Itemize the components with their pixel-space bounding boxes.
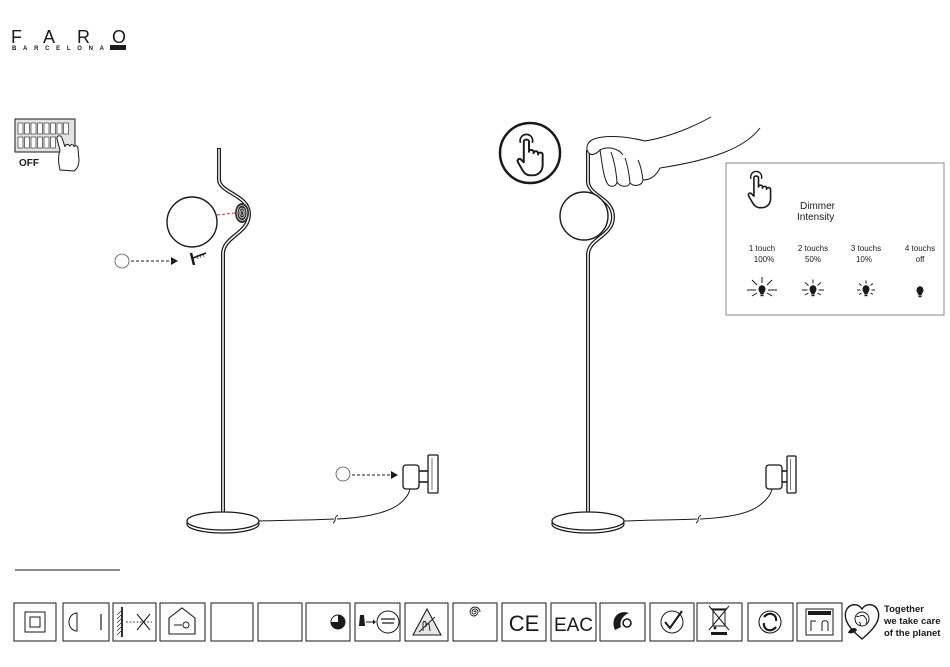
ce-mark: CE	[509, 611, 540, 636]
symbol-box-empty	[258, 603, 302, 641]
bulb-cap	[761, 294, 764, 296]
logo-wordmark: FARO	[11, 27, 126, 47]
recycle-packaging-symbol	[797, 603, 842, 641]
fuse-switch	[51, 123, 56, 134]
fuse-switch	[25, 137, 30, 148]
bulb-cap	[812, 294, 815, 296]
fuse-box-icon: OFF	[15, 119, 79, 171]
fuse-switch	[18, 123, 23, 134]
fuse-switch	[57, 123, 62, 134]
fuse-switch	[38, 137, 43, 148]
eco-badge: Together we take care of the planet	[845, 604, 941, 639]
ce-symbol: CE	[502, 603, 546, 641]
touch-count-label: 2 touchs	[798, 244, 828, 253]
professional-service-symbol	[355, 603, 400, 641]
eac-symbol: EAC	[551, 603, 596, 641]
screw-shaft	[193, 253, 206, 258]
spiral-symbol	[453, 603, 497, 641]
power-cable	[337, 489, 410, 519]
fuse-switch	[18, 137, 23, 148]
intensity-label: 10%	[856, 255, 872, 264]
eco-line-1: Together	[884, 604, 924, 615]
symbol-box	[63, 603, 109, 641]
plug-adapter-icon	[766, 456, 796, 493]
weee-bin-wheel	[714, 627, 717, 630]
recycle-box-banner	[808, 611, 831, 615]
touch-icon	[500, 123, 560, 183]
step-marker-circle	[115, 254, 129, 268]
lamp-base	[187, 512, 259, 530]
esd-symbol	[405, 603, 448, 641]
symbol-box-empty	[211, 603, 253, 641]
fuse-switch	[31, 137, 36, 148]
dimmer-subtitle: Intensity	[797, 212, 834, 223]
intensity-label: 50%	[805, 255, 821, 264]
step-marker-circle	[336, 467, 350, 481]
heart-globe-icon	[845, 605, 878, 639]
lamp-base	[552, 512, 624, 530]
compliance-check-symbol	[650, 603, 694, 641]
power-cable	[259, 519, 334, 521]
fuse-switch	[25, 123, 30, 134]
eco-line-2: we take care	[883, 616, 941, 627]
eco-line-3: of the planet	[884, 628, 941, 639]
touch-count-label: 3 touchs	[851, 244, 881, 253]
arrow-head-icon	[391, 471, 398, 479]
lamp-pole-highlight	[219, 149, 249, 513]
intensity-label: 100%	[754, 255, 774, 264]
touch-count-label: 1 touch	[749, 244, 775, 253]
touch-count-label: 4 touchs	[905, 244, 935, 253]
dimmer-panel: Dimmer Intensity 1 touch 100% 2 touchs 5…	[726, 163, 944, 315]
glass-globe	[560, 192, 608, 240]
weee-bar	[711, 632, 727, 635]
logo-tagline: BARCELONA	[12, 46, 105, 52]
bulb-cap	[865, 294, 868, 296]
adapter-body	[403, 465, 419, 489]
class-ii-symbol	[14, 603, 56, 641]
wall-socket	[428, 455, 438, 493]
plug-adapter-icon	[403, 455, 438, 493]
screw-icon	[191, 253, 206, 265]
green-dot-symbol	[748, 603, 793, 641]
power-cable	[624, 519, 697, 521]
lamp-assembly-drawing	[115, 148, 438, 533]
globe-continents	[856, 615, 867, 625]
logo-bar	[110, 45, 126, 50]
globe-icon	[855, 612, 869, 626]
power-off-label: OFF	[19, 158, 39, 169]
bulb-cap	[919, 295, 922, 297]
wall-socket	[787, 456, 796, 493]
fuse-switch	[51, 137, 56, 148]
adapter-body	[766, 465, 782, 489]
symbol-box	[14, 603, 56, 641]
indoor-use-symbol	[160, 603, 205, 641]
mounting-surface-symbol	[113, 603, 156, 641]
eac-mark: EAC	[554, 615, 593, 636]
intensity-label: off	[916, 255, 926, 264]
dimmer-title: Dimmer	[800, 201, 836, 212]
energy-symbol	[600, 603, 645, 641]
light-coil-icon	[235, 203, 249, 223]
faro-logo: FARO BARCELONA	[11, 27, 126, 52]
fuse-switch	[44, 137, 49, 148]
symbol-row: CE EAC	[14, 603, 941, 641]
power-cable	[700, 489, 772, 519]
symbol-box	[748, 603, 793, 641]
fuse-switch	[44, 123, 49, 134]
screw-head	[191, 253, 194, 265]
fuse-switch	[31, 123, 36, 134]
fuse-switch	[64, 123, 69, 134]
arrow-head-icon	[171, 257, 178, 265]
service-lamp-icon	[359, 615, 365, 626]
fuse-switch	[38, 123, 43, 134]
alignment-dashed-line	[217, 213, 235, 215]
warm-up-symbol	[306, 603, 350, 641]
symbol-box	[650, 603, 694, 641]
dimmable-symbol	[63, 603, 109, 641]
glass-globe	[167, 197, 217, 247]
weee-symbol	[697, 603, 742, 641]
